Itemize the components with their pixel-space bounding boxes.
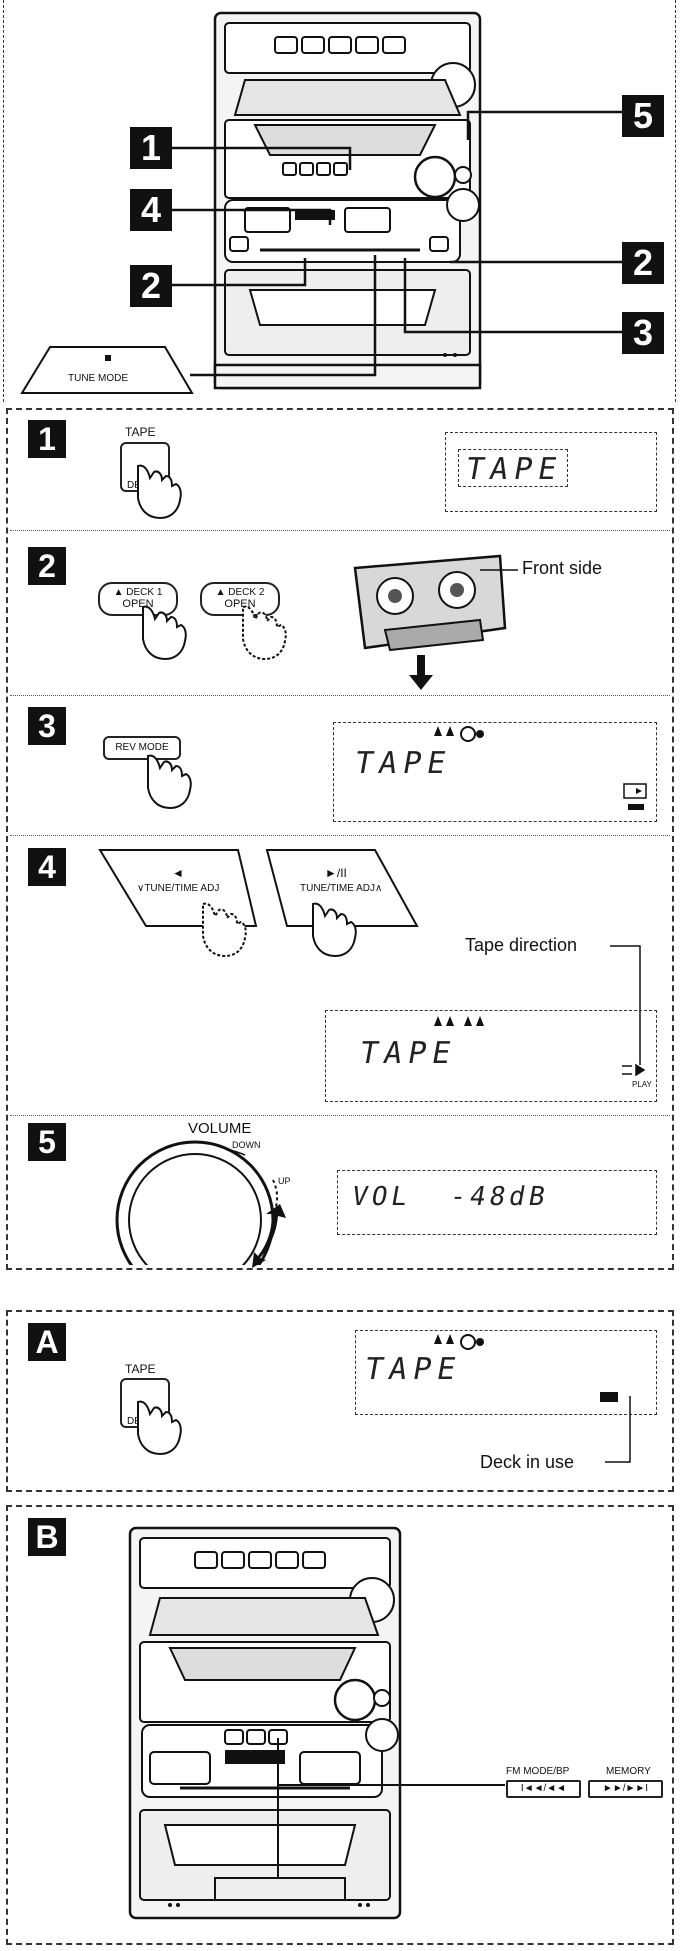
step-divider-1 — [10, 530, 670, 531]
section-a-badge: A — [28, 1323, 66, 1361]
tune-up-label: TUNE/TIME ADJ∧ — [300, 883, 382, 894]
insert-arrow-icon — [408, 655, 434, 691]
callout-badge-2-right: 2 — [622, 242, 664, 284]
step-5-badge: 5 — [28, 1123, 66, 1161]
section-a-display-text: TAPE — [362, 1352, 464, 1387]
play-label: PLAY — [632, 1080, 652, 1089]
hand-pointer-icon — [235, 603, 290, 663]
deck-in-use-label: Deck in use — [480, 1452, 574, 1473]
volume-label: VOLUME — [188, 1120, 251, 1137]
front-side-leader — [480, 560, 520, 580]
hand-pointer-icon — [130, 1398, 185, 1458]
reverse-mode-indicator-icon — [622, 782, 650, 814]
callout-badge-1: 1 — [130, 127, 172, 169]
overview-figure: 5 1 4 2 2 3 TUNE MODE — [0, 0, 680, 402]
hand-pointer-icon — [130, 462, 185, 522]
step-1-display-text: TAPE — [463, 452, 565, 487]
step-2-badge: 2 — [28, 547, 66, 585]
step-divider-2 — [10, 695, 670, 696]
rotate-arrow-icon — [250, 1200, 290, 1270]
step-3-badge: 3 — [28, 707, 66, 745]
tune-down-label: ∨TUNE/TIME ADJ — [137, 883, 219, 894]
deck-2-open-label-line1: ▲ DECK 2 — [202, 587, 278, 598]
tune-up-symbol: ►/II — [325, 866, 347, 880]
play-direction-indicator-icon — [620, 1062, 650, 1078]
callout-badge-4: 4 — [130, 189, 172, 231]
callout-badge-2-left: 2 — [130, 265, 172, 307]
fast-forward-button[interactable]: ►►/►►I — [588, 1780, 663, 1798]
deck-1-open-label-line1: ▲ DECK 1 — [100, 587, 176, 598]
hand-pointer-icon — [195, 900, 250, 960]
front-side-label: Front side — [522, 558, 602, 579]
tape-button-top-label: TAPE — [125, 425, 155, 439]
tune-down-symbol: ◄ — [172, 866, 184, 880]
tape-direction-label: Tape direction — [465, 935, 577, 956]
callout-badge-5: 5 — [622, 95, 664, 137]
step-divider-3 — [10, 835, 670, 836]
step-1-badge: 1 — [28, 420, 66, 458]
deck-in-use-leader — [600, 1392, 640, 1472]
rewind-button[interactable]: I◄◄/◄◄ — [506, 1780, 581, 1798]
callout-leader-lines — [0, 0, 680, 402]
step-3-display-text: TAPE — [352, 746, 454, 781]
tune-mode-button-shape — [20, 345, 195, 395]
step-4-display-text: TAPE — [357, 1036, 459, 1071]
callout-badge-3: 3 — [622, 312, 664, 354]
hand-pointer-icon — [305, 900, 360, 960]
section-a-tape-top-label: TAPE — [125, 1362, 155, 1376]
hand-pointer-icon — [135, 603, 190, 663]
section-b-leader-lines — [0, 1500, 680, 1940]
step-4-badge: 4 — [28, 848, 66, 886]
step-divider-4 — [10, 1115, 670, 1116]
step-5-display-text: VOL -48dB — [349, 1182, 551, 1212]
tune-mode-label: TUNE MODE — [68, 373, 128, 384]
memory-label: MEMORY — [606, 1766, 651, 1777]
hand-pointer-icon — [140, 752, 195, 812]
fm-mode-bp-label: FM MODE/BP — [506, 1766, 569, 1777]
